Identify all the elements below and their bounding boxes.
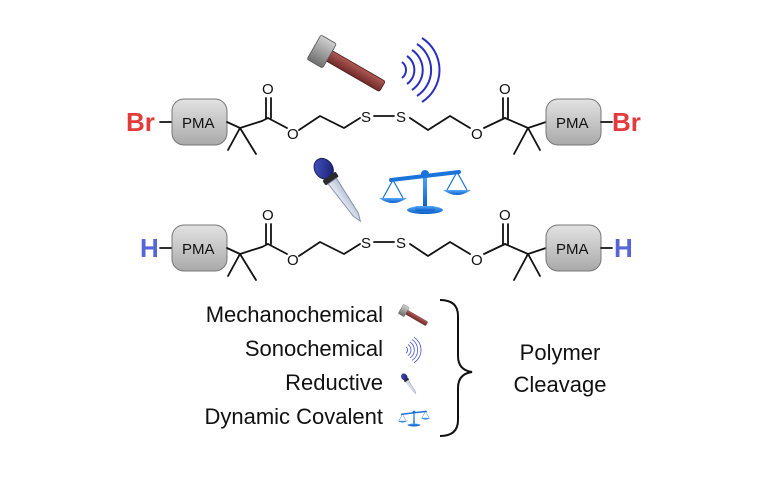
sulfur-atom-right: S xyxy=(396,235,406,252)
ester-oxygen: O xyxy=(287,126,299,143)
ester-oxygen: O xyxy=(471,126,483,143)
sound-waves-icon xyxy=(405,336,422,364)
result-label-cleavage: Cleavage xyxy=(514,372,607,397)
carbonyl-oxygen: O xyxy=(262,207,274,224)
left-end-group: H xyxy=(140,233,159,263)
pma-label-right: PMA xyxy=(556,115,589,132)
carbonyl-oxygen: O xyxy=(262,81,274,98)
sound-waves-icon xyxy=(401,37,441,103)
right-end-group: Br xyxy=(612,107,641,137)
pma-label-left: PMA xyxy=(182,115,215,132)
result-label-polymer: Polymer xyxy=(520,340,601,365)
sulfur-atom-left: S xyxy=(361,235,371,252)
balance-scale-icon xyxy=(377,168,473,216)
left-end-group: Br xyxy=(126,107,155,137)
pma-label-right: PMA xyxy=(556,241,589,258)
ester-oxygen: O xyxy=(287,252,299,269)
legend-label-reductive: Reductive xyxy=(285,370,383,395)
legend-label-dynamic-covalent: Dynamic Covalent xyxy=(204,404,383,429)
pma-label-left: PMA xyxy=(182,241,215,258)
legend-label-mechanochemical: Mechanochemical xyxy=(206,302,383,327)
carbonyl-oxygen: O xyxy=(499,81,511,98)
legend-label-sonochemical: Sonochemical xyxy=(245,336,383,361)
top-molecule: Br PMA O O S S O O PMA Br xyxy=(126,81,641,155)
right-end-group: H xyxy=(614,233,633,263)
ester-oxygen: O xyxy=(471,252,483,269)
hammer-icon xyxy=(306,34,390,100)
curly-brace xyxy=(439,299,473,437)
dropper-icon xyxy=(399,372,419,396)
bottom-molecule: H PMA O O S S O O PMA H xyxy=(140,207,633,281)
sulfur-atom-right: S xyxy=(396,109,406,126)
carbonyl-oxygen: O xyxy=(499,207,511,224)
dropper-icon xyxy=(309,154,369,227)
balance-scale-icon xyxy=(396,409,432,428)
hammer-icon xyxy=(397,304,430,329)
sulfur-atom-left: S xyxy=(361,109,371,126)
legend: Mechanochemical Sonochemical Reductive D… xyxy=(204,299,607,437)
